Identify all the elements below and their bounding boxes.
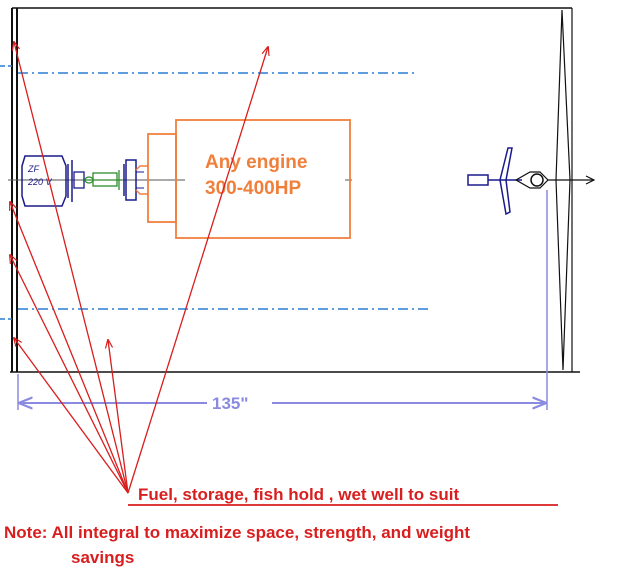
transom [555,9,571,371]
callout-label: Fuel, storage, fish hold , wet well to s… [138,485,459,504]
gearbox-model-label: ZF [27,164,39,174]
gearbox-ratio-label: 220 V [27,177,53,187]
engine-label-line2: 300-400HP [205,178,301,199]
note-line2: savings [71,548,134,567]
note-line1: Note: All integral to maximize space, st… [4,523,470,542]
callout-leaders [10,42,268,494]
hull-outline [10,7,580,373]
engine-label-line1: Any engine [205,152,307,173]
rudder-propeller [467,147,596,216]
length-dimension: 135" [17,190,548,413]
gearbox: ZF 220 V [21,155,85,207]
shaft-coupling [84,170,122,190]
engine-outline: Any engine 300-400HP [135,119,351,239]
length-dimension-label: 135" [212,394,248,413]
damper-plate [123,159,144,201]
